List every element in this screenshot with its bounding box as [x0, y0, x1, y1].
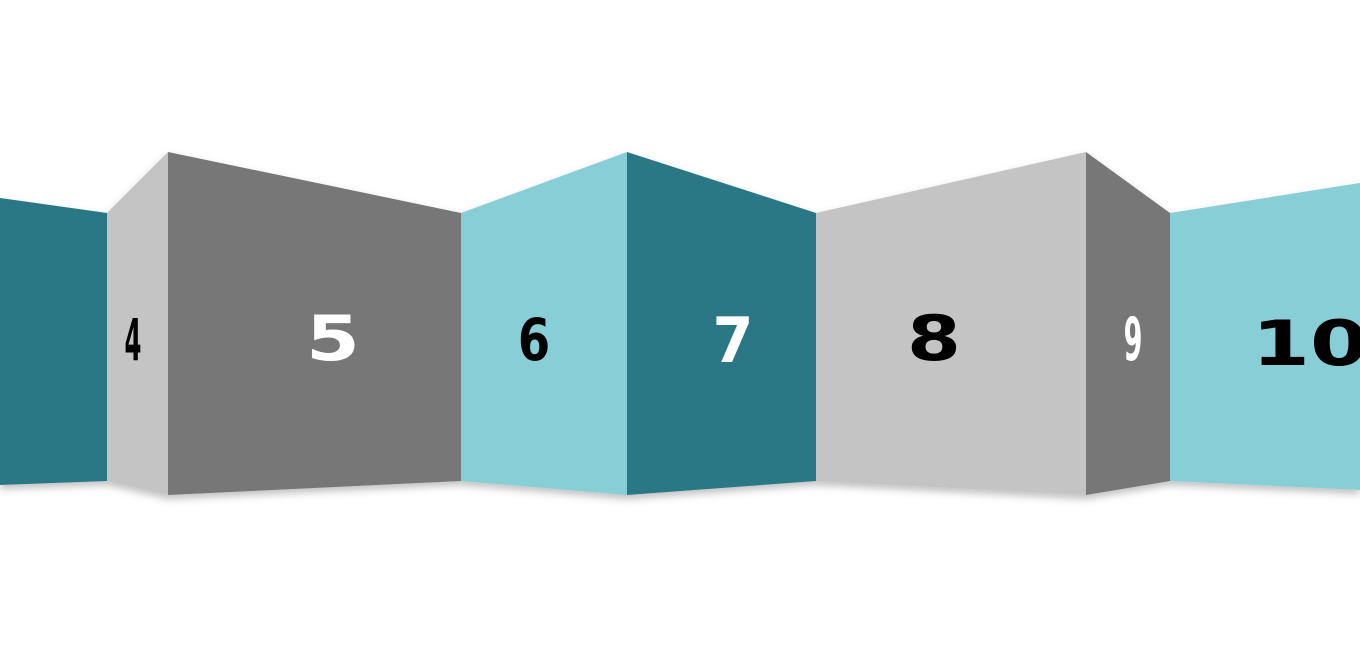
carousel-panel-8[interactable]: [816, 152, 1086, 495]
panel-number-10: 10: [1252, 309, 1360, 381]
carousel-panel-9[interactable]: [1086, 152, 1170, 495]
panel-number-4: 4: [125, 308, 142, 374]
panel-number-9: 9: [1124, 305, 1143, 375]
carousel-panel-5[interactable]: [168, 152, 461, 495]
panel-number-6: 6: [518, 307, 550, 374]
panel-label-group: 4 5 6 7 8 9 10: [125, 303, 1360, 381]
carousel-panel-7[interactable]: [627, 152, 816, 495]
carousel-panel-6[interactable]: [461, 152, 627, 495]
panel-group: [0, 152, 1360, 495]
panel-number-8: 8: [907, 303, 961, 375]
carousel-panel-4[interactable]: [107, 152, 168, 495]
panel-number-5: 5: [306, 303, 360, 375]
carousel-panel-10[interactable]: [1170, 183, 1360, 490]
panel-number-7: 7: [713, 306, 754, 378]
carousel-panel-partial[interactable]: [0, 198, 107, 485]
